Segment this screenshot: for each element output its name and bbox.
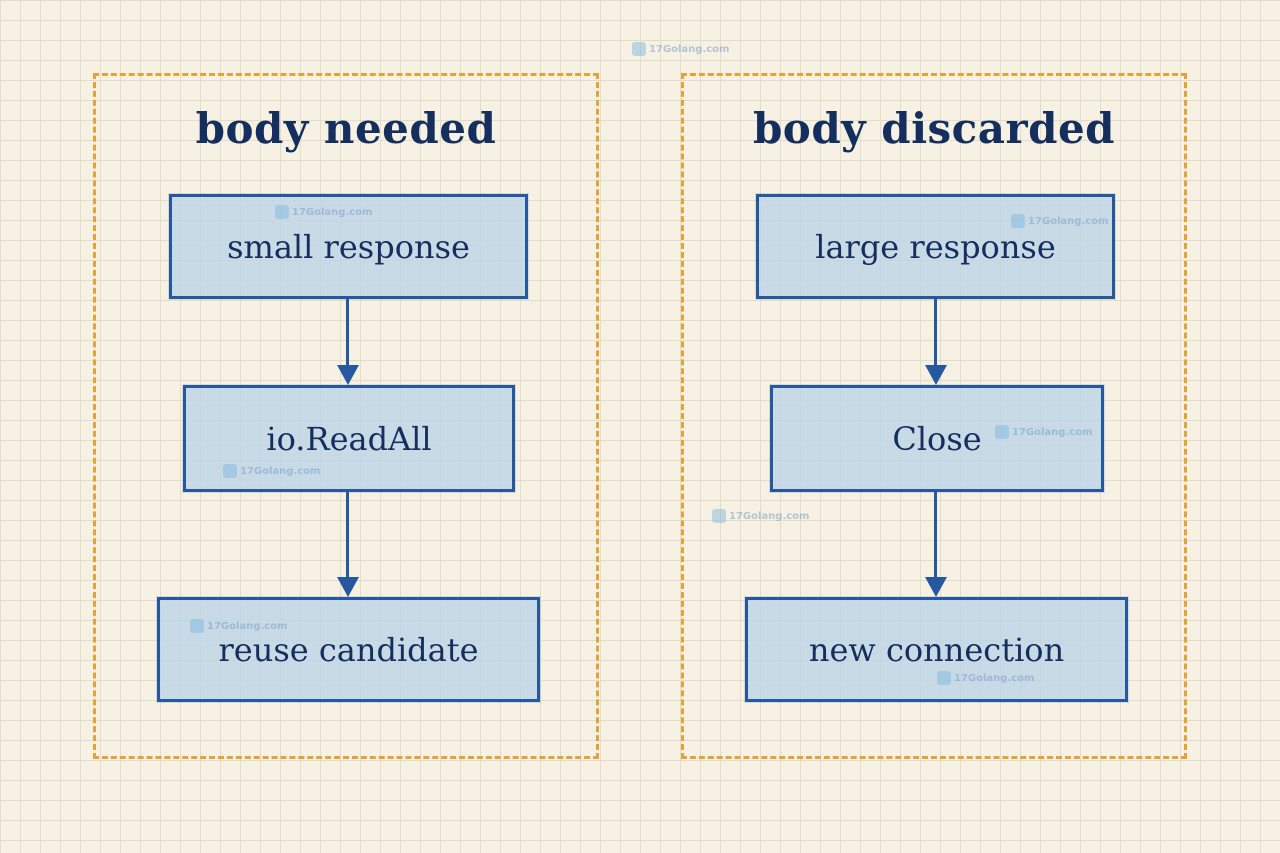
node-io-readall: io.ReadAll [183,385,515,492]
panel-title-body-needed: body needed [195,104,497,153]
node-close: Close [770,385,1104,492]
arrow-down-icon [336,299,360,385]
arrow-down-icon [924,299,948,385]
panel-body-needed: body needed [93,73,599,759]
watermark-logo-icon [632,42,646,56]
node-large-response: large response [756,194,1115,299]
watermark: 17Golang.com [632,42,729,56]
arrow-down-icon [336,492,360,597]
watermark-text: 17Golang.com [649,43,730,55]
node-reuse-candidate: reuse candidate [157,597,540,702]
node-new-connection: new connection [745,597,1128,702]
panel-title-body-discarded: body discarded [752,104,1116,153]
arrow-down-icon [924,492,948,597]
node-small-response: small response [169,194,528,299]
panel-body-discarded: body discarded [681,73,1187,759]
